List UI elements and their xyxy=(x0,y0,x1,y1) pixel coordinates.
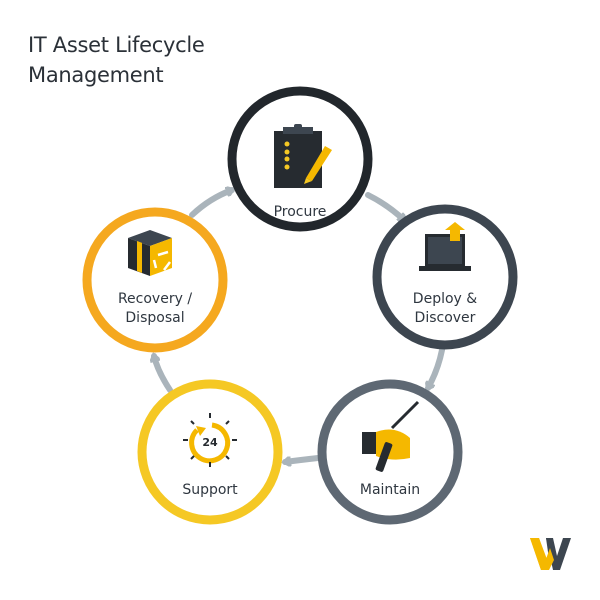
deploy-label-line-2: Discover xyxy=(414,310,476,326)
stage-circle-support xyxy=(137,379,283,525)
stage-label-procure: Procure xyxy=(273,204,327,220)
stage-label-deploy: Deploy & Discover xyxy=(375,290,515,328)
clipboard-pen-icon xyxy=(274,124,332,188)
stage-circle-deploy xyxy=(372,204,518,350)
stage-circle-recovery xyxy=(82,207,228,353)
stage-label-maintain: Maintain xyxy=(359,482,421,498)
arrow-support-to-recovery xyxy=(154,356,173,393)
arrow-maintain-to-support xyxy=(285,455,321,462)
recovery-label-line-1: Recovery / xyxy=(117,291,193,307)
box-recycle-icon xyxy=(128,230,172,276)
deploy-label-line-1: Deploy & xyxy=(412,291,478,307)
stage-label-support: Support xyxy=(182,482,238,498)
company-logo xyxy=(530,538,571,570)
arrow-deploy-to-maintain xyxy=(428,347,445,388)
diagram-title: IT Asset Lifecycle Management xyxy=(28,30,205,90)
arrow-recovery-to-procure xyxy=(189,190,232,218)
24-hour-support-icon: 24 xyxy=(183,413,237,467)
recovery-label-line-2: Disposal xyxy=(125,310,185,326)
laptop-upload-icon xyxy=(419,222,471,271)
title-line-2: Management xyxy=(28,63,164,87)
stage-label-recovery: Recovery / Disposal xyxy=(85,290,225,328)
hand-screwdriver-icon xyxy=(362,400,420,472)
arrow-procure-to-deploy xyxy=(365,192,407,223)
svg-text:24: 24 xyxy=(202,436,218,449)
title-line-1: IT Asset Lifecycle xyxy=(28,33,205,57)
